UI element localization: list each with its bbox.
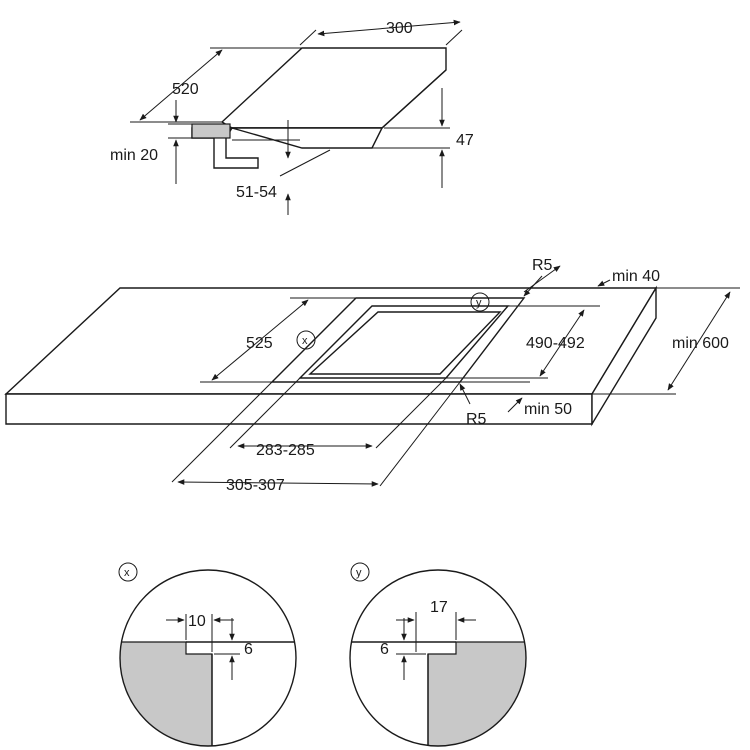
svg-text:y: y [356,567,362,579]
detail-x-worktop [120,641,213,746]
hob-glass-top [220,47,447,129]
hob-height-label: 47 [456,132,474,149]
svg-text:y: y [476,297,482,309]
hob-depth-label: 520 [172,81,199,98]
detail-y-depth-label: 6 [380,641,389,658]
cutout-inner-edge [308,311,502,375]
cutout-width-inner-label: 283-285 [256,442,315,459]
worktop-front [5,393,593,425]
detail-x: x 10 6 [118,562,297,747]
hob-body [231,127,384,149]
detail-y: y 17 6 [349,562,527,747]
marker-detail-x: x [118,562,138,582]
svg-text:x: x [302,335,308,347]
detail-y-width-label: 17 [430,599,448,616]
cutout-depth-outer-label: 525 [246,335,273,352]
min-wall-label: min 20 [110,147,158,164]
hob-width-label: 300 [386,20,413,37]
hob-view: 300 520 47 min 20 51-54 [110,19,474,215]
worktop-side [591,285,657,427]
radius-bottom-label: R5 [466,411,487,428]
cutout-width-outer-label: 305-307 [226,477,285,494]
marker-detail-y: y [350,562,370,582]
marker-y: y [470,292,490,312]
detail-x-width-label: 10 [188,613,206,630]
insert-depth-label: 51-54 [236,184,277,201]
cutout-view: x y 525 490-492 R5 min 40 min 600 R5 [4,257,740,494]
worktop-depth-label: min 600 [672,335,729,352]
worktop-edge [191,123,231,139]
back-clearance-label: min 40 [612,268,660,285]
cutout-depth-inner-label: 490-492 [526,335,585,352]
radius-top-label: R5 [532,257,553,274]
svg-text:x: x [124,567,130,579]
detail-x-depth-label: 6 [244,641,253,658]
front-clearance-label: min 50 [524,401,572,418]
